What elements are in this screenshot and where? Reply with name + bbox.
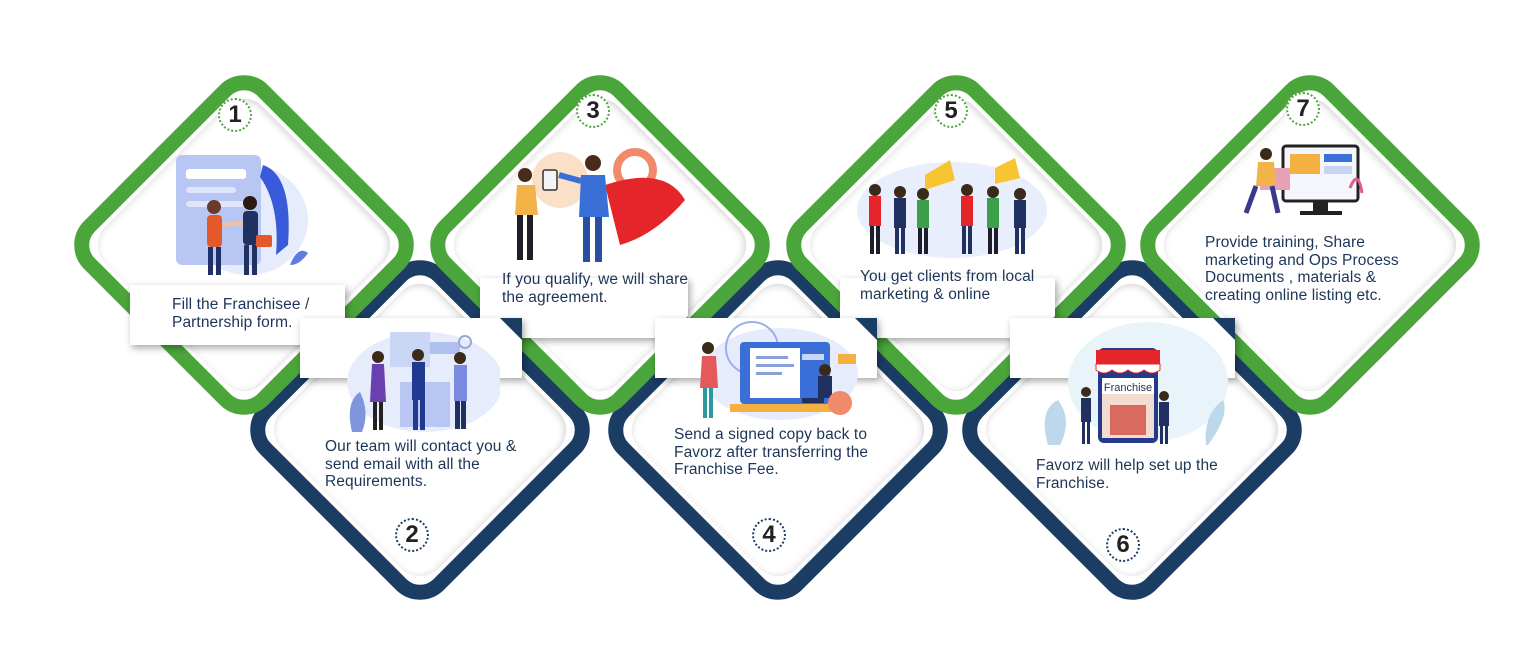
- training-desktop-icon: [1243, 144, 1364, 215]
- superhero-agreement-icon: [515, 148, 685, 262]
- step-4-text: Send a signed copy back to Favorz after …: [674, 426, 869, 478]
- step-5-text: You get clients from local marketing & o…: [860, 268, 1035, 303]
- step-7-number: 7: [1286, 92, 1320, 126]
- franchise-store-icon: Franchise: [1044, 322, 1228, 445]
- handshake-form-icon: [176, 155, 308, 275]
- step-1-number: 1: [218, 98, 252, 132]
- franchise-sign: Franchise: [1104, 382, 1152, 394]
- step-6-number: 6: [1106, 528, 1140, 562]
- thumbs-up-crowd-icon: [857, 158, 1047, 258]
- step-1-text: Fill the Franchisee / Partnership form.: [172, 296, 310, 331]
- step-7-text: Provide training, Share marketing and Op…: [1205, 234, 1399, 304]
- step-3-text: If you qualify, we will share the agreem…: [502, 271, 689, 306]
- contract-monitor-icon: [700, 321, 858, 420]
- step-6-text: Favorz will help set up the Franchise.: [1036, 457, 1218, 492]
- step-3-number: 3: [576, 94, 610, 128]
- step-4-number: 4: [752, 518, 786, 552]
- step-2-number: 2: [395, 518, 429, 552]
- step-5-number: 5: [934, 94, 968, 128]
- team-office-icon: [347, 332, 500, 432]
- step-2-text: Our team will contact you & send email w…: [325, 438, 517, 490]
